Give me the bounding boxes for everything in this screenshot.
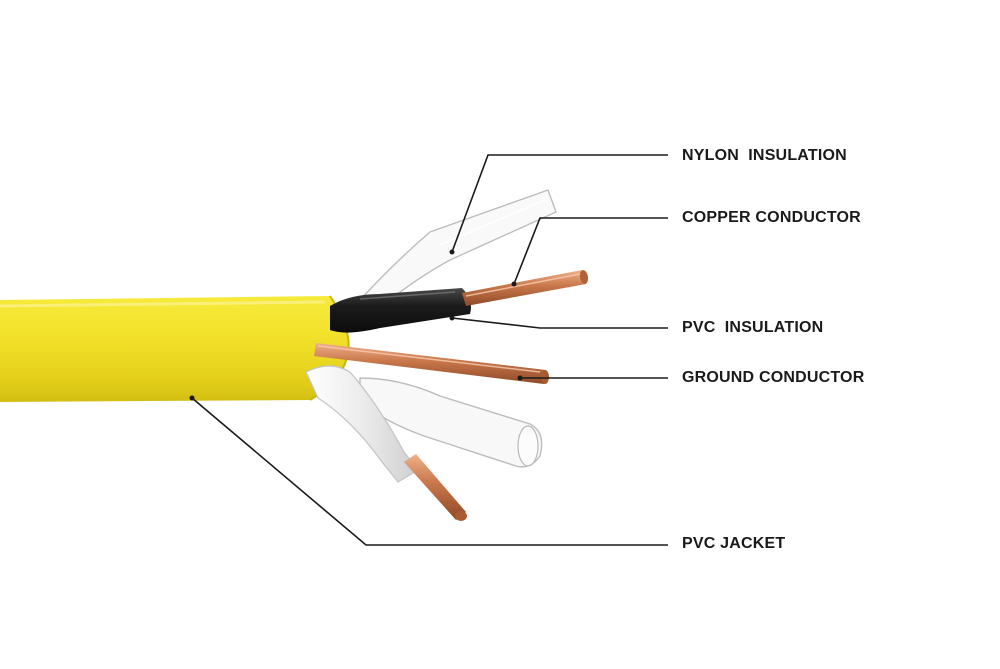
black-pvc-insulation	[330, 288, 471, 333]
white-copper-conductor	[404, 454, 467, 521]
label-ground-conductor: GROUND CONDUCTOR	[682, 369, 865, 386]
ground-conductor	[314, 343, 549, 384]
label-pvc-jacket: PVC JACKET	[682, 535, 786, 552]
leader-dots	[189, 249, 523, 401]
label-pvc-insulation: PVC INSULATION	[682, 319, 824, 336]
label-copper-conductor: COPPER CONDUCTOR	[682, 209, 861, 226]
leader-pvc-jacket	[191, 397, 668, 546]
white-pvc-insulation	[305, 365, 419, 483]
leader-copper-conductor	[513, 217, 668, 285]
nylon-sleeve-white	[359, 377, 543, 468]
leader-pvc-insulation	[451, 317, 668, 329]
label-nylon-insulation: NYLON INSULATION	[682, 147, 847, 164]
copper-conductor	[462, 270, 589, 306]
leader-lines	[191, 154, 668, 546]
leader-nylon-insulation	[451, 154, 668, 253]
pvc-jacket	[0, 295, 350, 402]
